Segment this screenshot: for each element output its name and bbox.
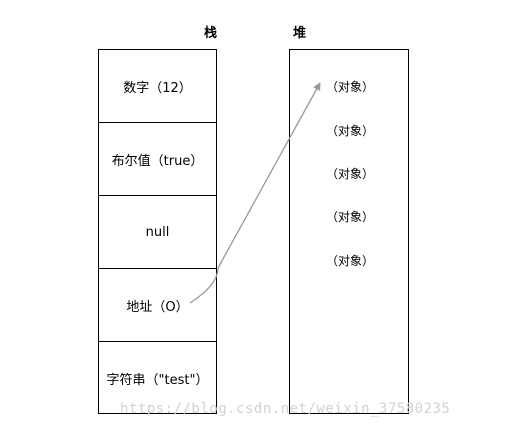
watermark-url: https://blog.csdn.net/weixin_37580235: [120, 401, 451, 417]
heap-object: （对象）: [326, 167, 375, 181]
heap-object: （对象）: [326, 254, 375, 268]
heap-object: （对象）: [326, 124, 375, 138]
heap-title: 堆: [293, 26, 307, 41]
reference-arrow-line: [189, 82, 321, 304]
stack-cell-string: 字符串（"test"）: [106, 373, 209, 388]
stack-cell-number: 数字（12）: [99, 50, 216, 123]
stack-cell-boolean: 布尔值（true）: [99, 123, 216, 196]
heap-box: （对象） （对象） （对象） （对象） （对象）: [289, 49, 409, 414]
heap-object: （对象）: [326, 80, 375, 94]
stack-cell-null: null: [99, 196, 216, 269]
stack-title: 栈: [204, 26, 218, 41]
stack-box: 数字（12） 布尔值（true） null 地址（O） 字符串（"test"）: [98, 49, 217, 414]
stack-cell-address: 地址（O）: [99, 269, 216, 342]
heap-object: （对象）: [326, 210, 375, 224]
